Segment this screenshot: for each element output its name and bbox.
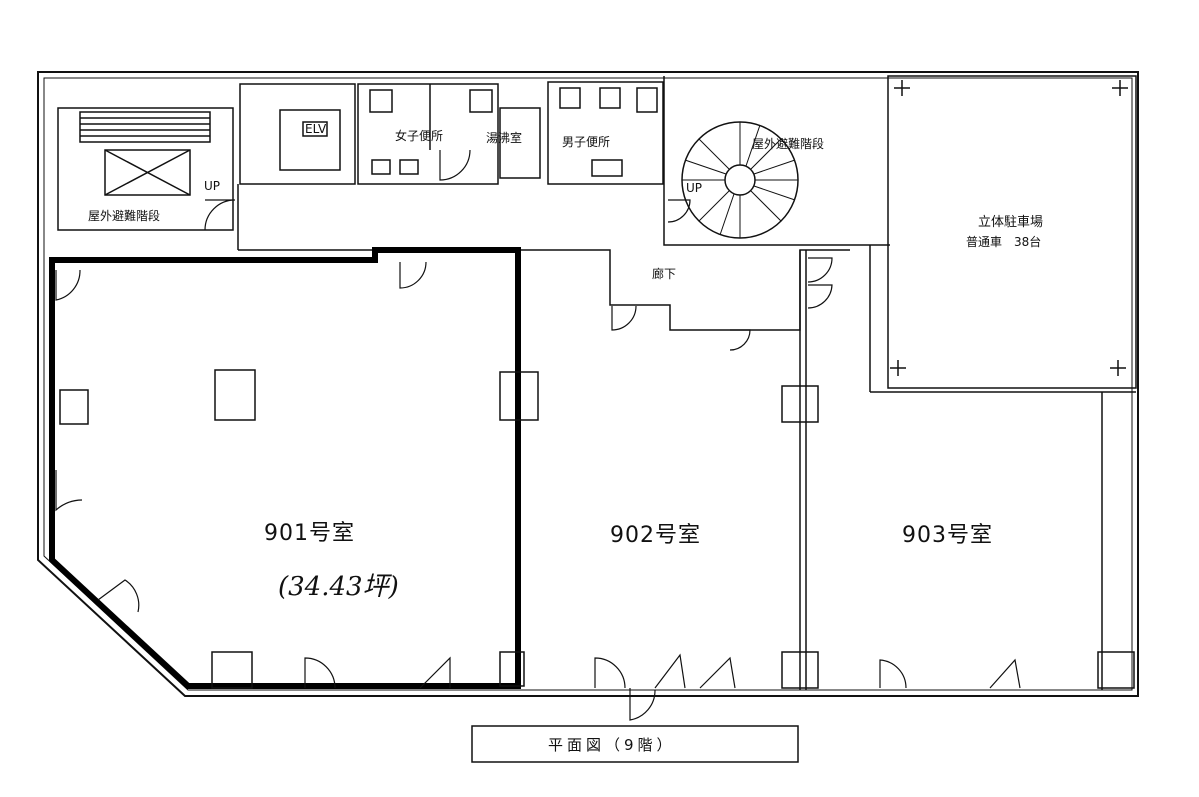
corridor-label: 廊下 <box>652 266 676 281</box>
kyuto-label: 湯沸室 <box>486 130 522 145</box>
room-903-name: 903号室 <box>902 523 993 548</box>
up-right-label: UP <box>686 181 702 195</box>
columns <box>59 369 539 689</box>
up-left-label: UP <box>204 179 220 193</box>
parking-label: 立体駐車場 <box>978 215 1043 230</box>
outdoor-stair-right-label: 屋外避難階段 <box>752 136 824 151</box>
outdoor-stair-left-label: 屋外避難階段 <box>88 208 160 223</box>
room-901-area: (34.43坪) <box>278 572 399 602</box>
parking-markers <box>890 80 1128 376</box>
parking-capacity-label: 普通車 38台 <box>966 234 1041 249</box>
room-901-name: 901号室 <box>264 521 355 546</box>
title-box <box>471 725 799 763</box>
room-902-name: 902号室 <box>610 523 701 548</box>
plan-title: 平面図（9階） <box>548 736 676 754</box>
womens-wc-label: 女子便所 <box>395 128 443 143</box>
door-swings <box>55 149 1021 721</box>
service-core <box>57 75 1137 393</box>
elv-label: ELV <box>305 122 327 136</box>
room-walls <box>781 250 1135 690</box>
building-outline <box>37 71 1139 697</box>
mens-wc-label: 男子便所 <box>562 135 610 149</box>
room-901-outline <box>49 247 521 689</box>
